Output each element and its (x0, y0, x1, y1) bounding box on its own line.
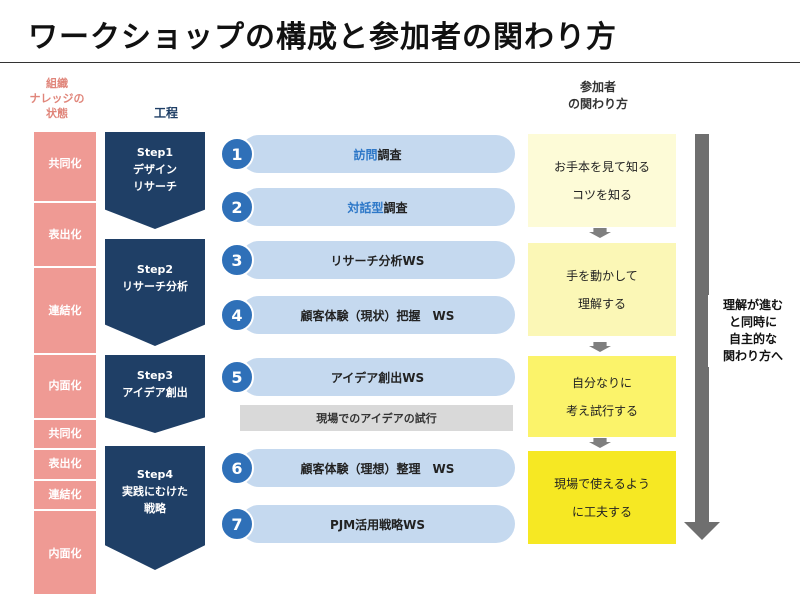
workshop-text: 顧客体験（現状）把握 WS (300, 308, 455, 323)
state-socialization: 共同化 (48, 157, 82, 170)
progress-caption-line: 自主的な (728, 332, 777, 346)
workshop-number-badge: 7 (220, 507, 254, 541)
workshop-text: 調査 (377, 147, 402, 162)
workshop-pill-6: 顧客体験（理想）整理 WS (240, 449, 515, 487)
involvement-box-4: 現場で使えるように工夫する (528, 451, 676, 544)
page-title: ワークショップの構成と参加者の関わり方 (28, 20, 617, 55)
involvement-text: コツを知る (571, 187, 632, 202)
involvement-text: 理解する (577, 296, 626, 311)
workshop-number-badge: 3 (220, 243, 254, 277)
process-header: 工程 (153, 106, 178, 120)
step1-name: リサーチ (133, 180, 177, 193)
step4-label: Step4 (136, 468, 174, 481)
state-internalization: 内面化 (48, 379, 82, 392)
workshop-text: 顧客体験（理想）整理 WS (300, 461, 455, 476)
state-divider (34, 509, 96, 511)
state-externalization: 表出化 (48, 228, 82, 241)
state-combination: 連結化 (48, 304, 82, 317)
field-trial-bar: 現場でのアイデアの試行 (240, 405, 513, 431)
workshop-text: アイデア創出WS (330, 370, 425, 385)
workshop-number-badge: 4 (220, 298, 254, 332)
workshop-pill-4: 顧客体験（現状）把握 WS (240, 296, 515, 334)
down-arrow-icon (589, 228, 611, 238)
workshop-pill-2: 対話型調査 (240, 188, 515, 226)
workshop-number-badge: 2 (220, 190, 254, 224)
progress-arrow-shaft (695, 134, 709, 524)
involvement-box-2: 手を動かして理解する (528, 243, 676, 336)
knowledge-state-header-line: 組織 (46, 77, 68, 90)
knowledge-state-header-line: 状態 (46, 107, 68, 120)
step4-name: 実践にむけた (122, 485, 188, 498)
state-divider (34, 201, 96, 203)
knowledge-state-column: 共同化 表出化 連結化 内面化 共同化 表出化 連結化 内面化 (34, 132, 96, 594)
workshop-number-badge: 6 (220, 451, 254, 485)
knowledge-state-header-line: ナレッジの (29, 92, 85, 105)
state-combination-2: 連結化 (48, 488, 82, 501)
step2-label: Step2 (136, 263, 174, 276)
workshop-pill-1: 訪問調査 (240, 135, 515, 173)
progress-arrow-head-icon (684, 522, 720, 540)
state-divider (34, 353, 96, 355)
down-arrow-icon (589, 342, 611, 352)
workshop-pill-3: リサーチ分析WS (240, 241, 515, 279)
involvement-text: 考え試行する (565, 403, 638, 418)
state-socialization-2: 共同化 (48, 427, 82, 440)
workshop-text: 調査 (383, 200, 408, 215)
step3-name: アイデア創出 (122, 386, 188, 399)
progress-caption: 理解が進む と同時に 自主的な 関わり方へ (708, 295, 798, 367)
involvement-text: お手本を見て知る (553, 159, 650, 174)
workshop-text: リサーチ分析WS (330, 253, 425, 268)
involvement-box-3: 自分なりに考え試行する (528, 356, 676, 437)
step3-label: Step3 (136, 369, 174, 382)
involvement-text: に工夫する (571, 504, 632, 519)
step4-name: 戦略 (144, 502, 166, 515)
progress-caption-line: 関わり方へ (722, 349, 783, 363)
step2-arrow: Step2 リサーチ分析 (105, 239, 205, 346)
step2-name: リサーチ分析 (122, 280, 188, 293)
step1-label: Step1 (136, 146, 174, 159)
state-externalization-2: 表出化 (48, 457, 82, 470)
involvement-box-1: お手本を見て知るコツを知る (528, 134, 676, 227)
step1-arrow: Step1 デザイン リサーチ (105, 132, 205, 229)
progress-caption-line: と同時に (728, 315, 777, 329)
step4-arrow: Step4 実践にむけた 戦略 (105, 446, 205, 570)
workshop-highlight: 訪問 (353, 147, 378, 162)
state-divider (34, 418, 96, 420)
state-divider (34, 448, 96, 450)
workshop-highlight: 対話型 (347, 200, 384, 215)
involvement-text: 自分なりに (571, 375, 632, 390)
state-divider (34, 479, 96, 481)
involvement-text: 現場で使えるよう (554, 476, 650, 491)
involvement-header-line: の関わり方 (567, 97, 628, 111)
workshop-pill-7: PJM活用戦略WS (240, 505, 515, 543)
involvement-text: 手を動かして (566, 268, 638, 283)
step3-arrow: Step3 アイデア創出 (105, 355, 205, 433)
workshop-number-badge: 1 (220, 137, 254, 171)
state-divider (34, 266, 96, 268)
workshop-pill-5: アイデア創出WS (240, 358, 515, 396)
involvement-header-line: 参加者 (579, 80, 616, 94)
knowledge-state-header: 組織 ナレッジの 状態 (26, 76, 88, 121)
step1-name: デザイン (133, 163, 177, 176)
progress-caption-line: 理解が進む (722, 298, 783, 312)
down-arrow-icon (589, 438, 611, 448)
title-divider (0, 62, 800, 63)
workshop-number-badge: 5 (220, 360, 254, 394)
workshop-text: PJM活用戦略WS (329, 517, 426, 532)
involvement-header: 参加者 の関わり方 (548, 79, 648, 113)
state-internalization-2: 内面化 (48, 546, 82, 560)
